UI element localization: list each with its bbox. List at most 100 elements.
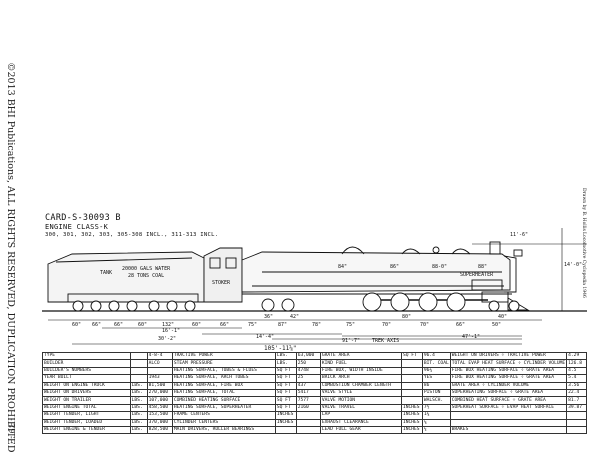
ratio-label: COMBINED HEAT SURFACE ÷ GRATE AREA [449, 396, 568, 405]
spec-value: 96.4 [421, 351, 451, 361]
spec-value: 96¼ [421, 366, 451, 376]
ratio-value: 39.87 [566, 403, 587, 413]
spec-label: HEATING SURFACE, TOTAL [171, 388, 276, 398]
dim-wheelbase-engine: 14'-4" [256, 334, 274, 340]
dim-wheelbase-tender-total: 30'-2" [158, 336, 176, 342]
dim-top-1: 14'-0" [564, 262, 582, 268]
spec-label: COMBUSTION CHAMBER LENGTH [319, 381, 402, 390]
spec-unit: INCHES [400, 418, 423, 427]
spec-unit: SQ FT [400, 351, 423, 361]
spec-value: ALCO [146, 359, 173, 368]
spec-value: 5417 [295, 388, 321, 398]
spec-value: 107,000 [146, 396, 173, 405]
spec-unit: LBS. [274, 351, 297, 361]
spec-unit [400, 359, 423, 368]
dim-spacing-7: 75" [248, 322, 257, 328]
ratio-label: FIRE BOX HEATING SURFACE ÷ GRATE AREA [449, 366, 568, 376]
dim-spacing-11: 70" [382, 322, 391, 328]
spec-unit [400, 381, 423, 390]
dim-spacing-8: 87" [278, 322, 287, 328]
dim-overall-length: 105'-11⅝" [264, 345, 297, 352]
spec-unit: SQ FT [274, 366, 297, 376]
spec-value: 25 [295, 374, 321, 383]
spec-label: TRACTIVE POWER [171, 351, 276, 361]
dim-spacing-10: 75" [346, 322, 355, 328]
ratio-label: FIRE BOX HEATING SURFACE ÷ GRATE AREA [449, 374, 568, 383]
spec-label: FIRE BOX, WIDTH INSIDE [319, 366, 402, 376]
ratio-label: SUPERHEATING SURFACE ÷ GRATE AREA [449, 388, 568, 398]
spec-label: BRICK ARCH [319, 374, 402, 383]
dim-boiler-3: 88" [478, 264, 487, 270]
spec-value: 63,000 [295, 351, 321, 361]
spec-value: WALSCH. [421, 396, 451, 405]
ratio-label [449, 411, 568, 420]
spec-label: HEATING SURFACE, TUBES & FLUES [171, 366, 276, 376]
stoker-label: STOKER [212, 280, 231, 286]
spec-value: 7577 [295, 396, 321, 405]
spec-unit: SQ FT [274, 374, 297, 383]
spec-value: ¼ [421, 425, 451, 435]
dim-spacing-12: 70" [420, 322, 429, 328]
ratio-value: 22.4 [566, 388, 587, 398]
ratio-label: WEIGHT ON DRIVERS ÷ TRACTIVE POWER [449, 351, 568, 361]
spec-value: PISTON [421, 388, 451, 398]
spec-unit: INCHES [400, 425, 423, 435]
spec-unit: LBS. [129, 411, 148, 420]
spec-unit: LBS. [129, 388, 148, 398]
spec-label: LEAD FULL GEAR [319, 425, 402, 435]
spec-unit: LBS. [274, 359, 297, 368]
spec-unit: LBS. [129, 403, 148, 413]
spec-value [295, 425, 321, 435]
spec-value: 2160 [295, 403, 321, 413]
dim-spacing-9: 78" [312, 322, 321, 328]
spec-label: WEIGHT ENGINE & TENDER [42, 425, 131, 435]
tank-label: TANK [100, 270, 112, 276]
spec-label: KIND FUEL [319, 359, 402, 368]
dim-spacing-2: 66" [114, 322, 123, 328]
dim-wheel-3: 40" [498, 314, 507, 320]
spec-label: STEAM PRESSURE [171, 359, 276, 368]
spec-unit: LBS. [129, 425, 148, 435]
dim-axis-label: TREK AXIS [372, 338, 399, 344]
ratio-value [566, 418, 587, 427]
spec-label: CYLINDER CENTERS [171, 418, 276, 427]
dim-wheel-2: 80" [402, 314, 411, 320]
spec-label: EXHAUST CLEARANCE [319, 418, 402, 427]
dim-boiler-0: 84" [338, 264, 347, 270]
ratio-value: 126.8 [566, 359, 587, 368]
copyright-notice: ©2013 BHI Publications, ALL RIGHTS RESER… [5, 62, 16, 453]
ratio-value: 4.5 [566, 366, 587, 376]
ratio-value: 5.4 [566, 374, 587, 383]
page-number: - 79 - [7, 418, 16, 439]
spec-label: HEATING SURFACE, SUPERHEATER [171, 403, 276, 413]
spec-value: 7½ [421, 403, 451, 413]
spec-label: BUILDER'S NUMBERS [42, 366, 131, 376]
spec-value: 81,500 [146, 381, 173, 390]
spec-label: BUILDER [42, 359, 131, 368]
engine-class: ENGINE CLASS-K [45, 223, 109, 231]
spec-value: 1⅜ [421, 411, 451, 420]
spec-unit: INCHES [400, 411, 423, 420]
locomotive-elevation-drawing: TANK 20000 GALS WATER 28 TONS COAL STOKE… [42, 228, 587, 352]
spec-unit: SQ FT [274, 388, 297, 398]
spec-value: 458,500 [146, 403, 173, 413]
spec-value: 86 [421, 381, 451, 390]
dim-top-0: 11'-6" [510, 232, 528, 238]
spec-unit [129, 366, 148, 376]
ratio-value [566, 425, 587, 435]
axle-spacing-row: 60" 66" 66" 60" 132" 60" 66" 75" 87" 78"… [72, 322, 501, 328]
ratio-label [449, 418, 568, 427]
spec-unit: INCHES [400, 403, 423, 413]
spec-unit [274, 425, 297, 435]
spec-value [146, 366, 173, 376]
spec-value: YES [421, 374, 451, 383]
spec-label: WEIGHT TENDER, LOADED [42, 418, 131, 427]
